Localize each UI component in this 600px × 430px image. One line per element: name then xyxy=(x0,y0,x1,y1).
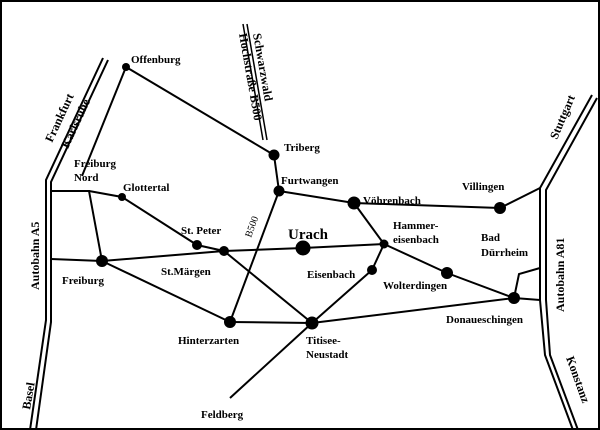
offenburg-marker xyxy=(122,63,130,71)
autobahn-a81-label: Autobahn A81 xyxy=(553,238,567,312)
triberg-marker xyxy=(268,149,280,161)
autobahn-a5-label: Autobahn A5 xyxy=(28,222,42,290)
titisee-neustadt-label-line2: Neustadt xyxy=(306,349,349,361)
voehrenbach-label: Vöhrenbach xyxy=(363,195,421,207)
place-labels: Offenburg Triberg Furtwangen Vöhrenbach … xyxy=(62,54,528,421)
freiburg-nord-label-line2: Nord xyxy=(74,172,98,184)
wolterdingen-marker xyxy=(441,267,453,279)
titisee-neustadt-marker xyxy=(305,316,319,330)
autobahn-a5-road xyxy=(29,57,109,430)
konstanz-label: Konstanz xyxy=(563,354,593,405)
stuttgart-label: Stuttgart xyxy=(547,93,578,141)
triberg-label: Triberg xyxy=(284,142,320,154)
donaueschingen-marker xyxy=(508,292,520,304)
basel-label: Basel xyxy=(19,381,38,411)
glottertal-marker xyxy=(118,193,126,201)
freiburg-nord-label-line1: Freiburg xyxy=(74,158,116,170)
eisenbach-label: Eisenbach xyxy=(307,269,355,281)
villingen-marker xyxy=(494,202,506,214)
b500-label: B500 xyxy=(243,215,261,239)
freiburg-label: Freiburg xyxy=(62,275,104,287)
offenburg-label: Offenburg xyxy=(131,54,181,66)
st-maergen-marker xyxy=(219,246,229,256)
voehrenbach-marker xyxy=(347,196,361,210)
freiburg-marker xyxy=(96,255,108,267)
eisenbach-marker xyxy=(367,265,377,275)
donaueschingen-label: Donaueschingen xyxy=(446,314,523,326)
hammereisenbach-label-line2: eisenbach xyxy=(393,234,439,246)
feldberg-label: Feldberg xyxy=(201,409,244,421)
hinterzarten-label: Hinterzarten xyxy=(178,335,239,347)
hinterzarten-marker xyxy=(224,316,236,328)
bad-duerrheim-label-line1: Bad xyxy=(481,232,500,244)
town-markers xyxy=(96,63,520,330)
hammereisenbach-marker xyxy=(379,239,389,249)
hochstrasse-b500-road xyxy=(242,23,268,141)
furtwangen-marker xyxy=(273,185,285,197)
villingen-label: Villingen xyxy=(462,181,504,193)
urach-label: Urach xyxy=(288,227,329,243)
titisee-neustadt-label-line1: Titisee- xyxy=(306,335,341,347)
st-peter-label: St. Peter xyxy=(181,225,221,237)
hammereisenbach-label-line1: Hammer- xyxy=(393,220,439,232)
urach-marker xyxy=(295,240,311,256)
bad-duerrheim-label-line2: Dürrheim xyxy=(481,247,528,259)
wolterdingen-label: Wolterdingen xyxy=(383,280,447,292)
st-maergen-label: St.Märgen xyxy=(161,266,211,278)
furtwangen-label: Furtwangen xyxy=(281,175,338,187)
st-peter-marker xyxy=(192,240,202,250)
glottertal-label: Glottertal xyxy=(123,182,169,194)
autobahn-a81-road xyxy=(539,94,598,430)
